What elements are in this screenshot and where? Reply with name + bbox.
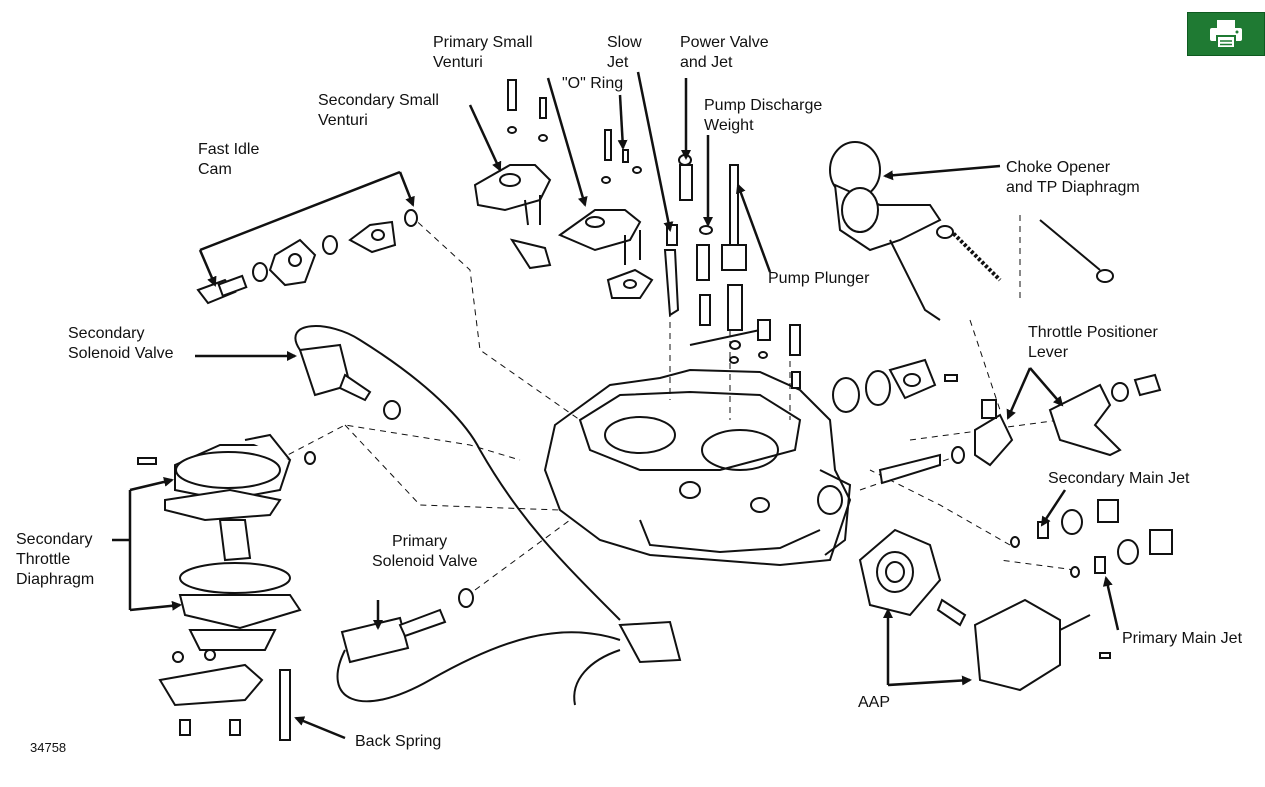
choke-opener-parts [829,141,1114,321]
secondary-throttle-diaphragm-parts [137,433,316,741]
label-throttle-positioner-lever: Throttle Positioner Lever [1028,323,1158,363]
label-line: "O" Ring [562,75,624,92]
label-secondary-solenoid-valve: Secondary Solenoid Valve [68,324,174,364]
carburetor-body [543,368,852,567]
label-line: Back Spring [355,733,442,750]
label-line: Choke Opener [1006,159,1111,176]
label-line: Fast Idle [198,141,260,158]
label-line: Jet [607,54,629,71]
label-line: AAP [858,694,891,711]
label-line: Pump Discharge [704,97,823,114]
print-button[interactable] [1187,12,1265,56]
label-line: Pump Plunger [768,270,870,287]
fast-idle-cam-parts [196,209,418,305]
label-line: Solenoid Valve [68,345,174,362]
label-choke-opener: Choke Opener and TP Diaphragm [1006,158,1140,198]
label-line: Secondary [16,531,93,548]
label-pump-plunger: Pump Plunger [768,269,869,289]
main-jet-parts [1010,499,1173,578]
label-line: Throttle [16,551,71,568]
label-aap: AAP [858,693,890,713]
aap-parts [858,528,1111,692]
throttle-positioner-parts [832,358,1162,485]
label-line: Secondary Main Jet [1048,470,1190,487]
leader-lines [112,71,1120,740]
jet-and-pump-parts [663,154,801,389]
assembly-guide-lines [239,214,1076,591]
label-primary-solenoid-valve: Primary Solenoid Valve [372,532,478,572]
label-secondary-main-jet: Secondary Main Jet [1048,469,1189,489]
printer-icon [1210,20,1242,49]
label-line: Cam [198,161,232,178]
figure-number: 34758 [30,740,67,755]
label-line: and Jet [680,54,733,71]
label-o-ring: "O" Ring [562,74,623,94]
secondary-solenoid-parts [294,325,621,621]
primary-solenoid-parts [336,588,682,706]
label-primary-small-venturi: Primary Small Venturi [433,33,533,73]
label-line: Venturi [318,112,368,129]
label-pump-discharge-weight: Pump Discharge Weight [704,96,822,136]
label-line: Primary Main Jet [1122,630,1243,647]
label-line: and TP Diaphragm [1006,179,1140,196]
label-power-valve-and-jet: Power Valve and Jet [680,33,769,73]
label-line: Solenoid Valve [372,553,478,570]
label-slow-jet: Slow Jet [607,33,642,73]
label-line: Primary [392,533,448,550]
label-fast-idle-cam: Fast Idle Cam [198,140,259,180]
label-line: Lever [1028,344,1069,361]
label-line: Secondary [68,325,145,342]
label-line: Throttle Positioner [1028,324,1158,341]
label-line: Primary Small [433,34,533,51]
label-line: Weight [704,117,754,134]
label-line: Diaphragm [16,571,95,588]
label-primary-main-jet: Primary Main Jet [1122,629,1242,649]
label-back-spring: Back Spring [355,732,441,752]
label-line: Venturi [433,54,483,71]
label-line: Power Valve [680,34,769,51]
label-line: Secondary Small [318,92,439,109]
label-secondary-throttle-diaphragm: Secondary Throttle Diaphragm [16,530,94,590]
venturi-parts [473,79,654,299]
label-line: Slow [607,34,642,51]
label-secondary-small-venturi: Secondary Small Venturi [318,91,439,131]
